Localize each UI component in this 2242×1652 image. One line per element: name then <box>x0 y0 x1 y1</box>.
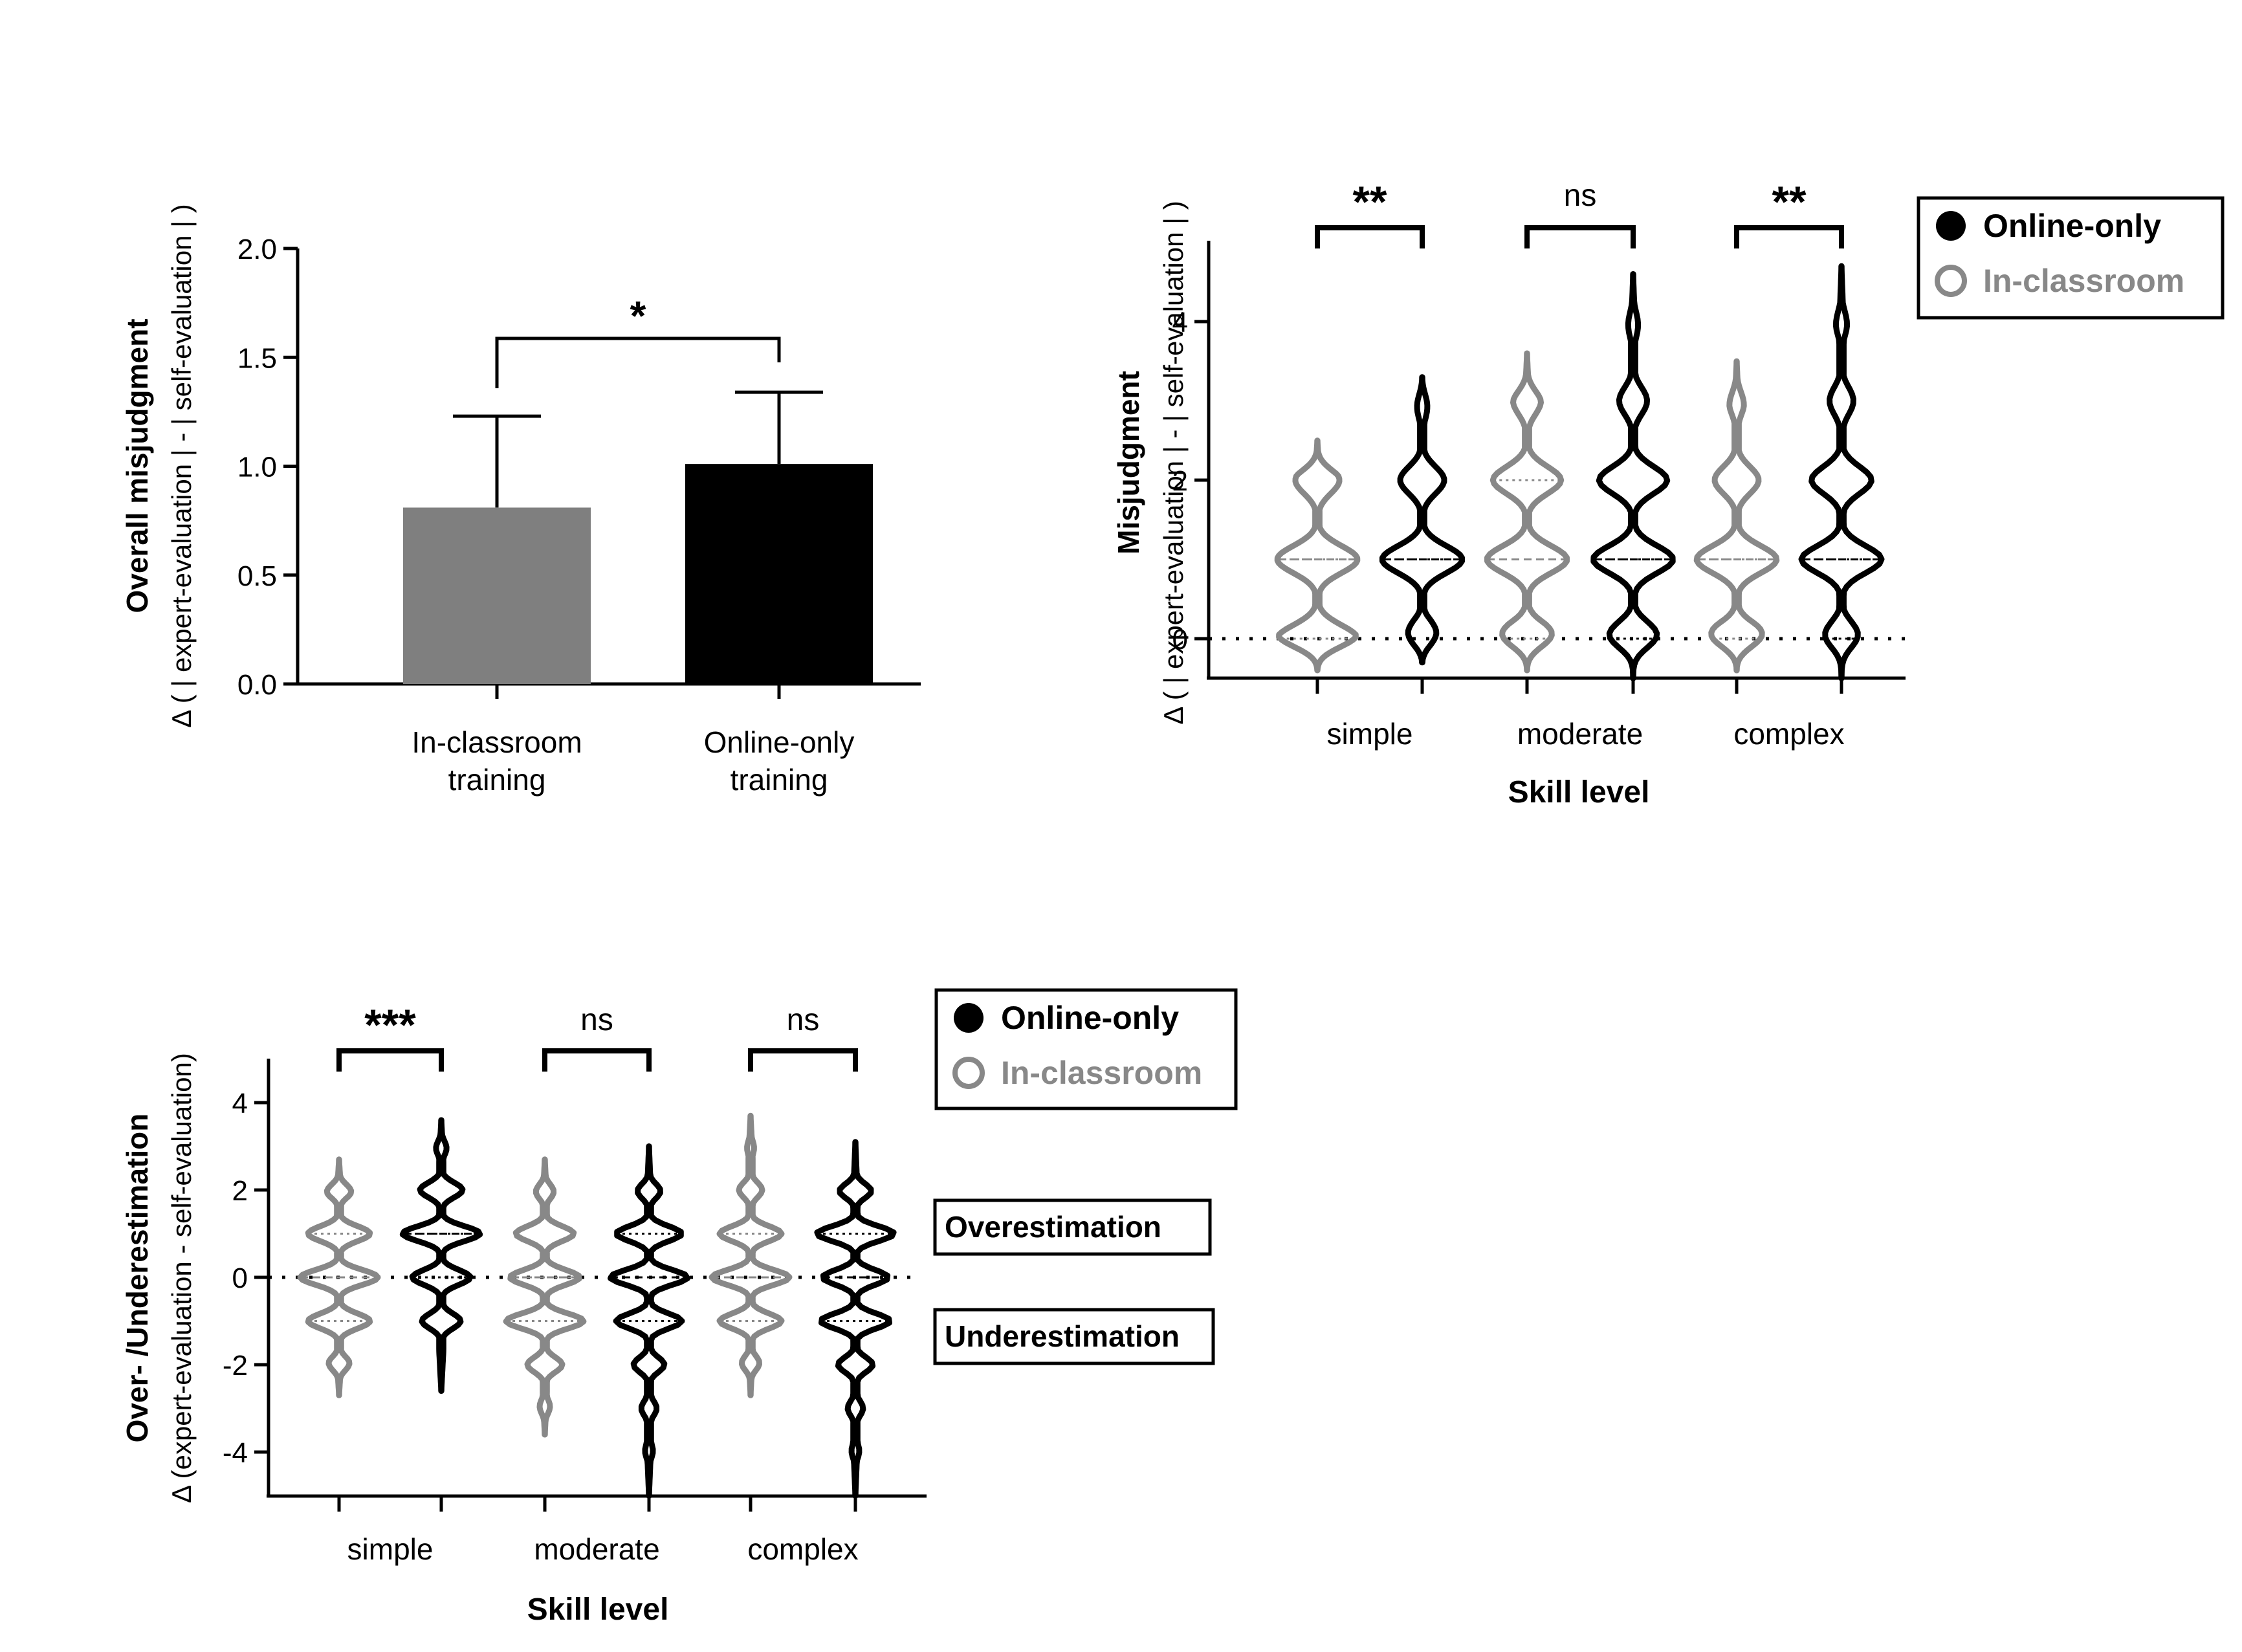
bar <box>403 507 591 684</box>
legend-box <box>934 988 1238 1110</box>
significance-bracket <box>336 1048 444 1072</box>
x-tick-label: moderate <box>1517 717 1643 751</box>
significance-label: * <box>630 292 646 339</box>
significance-label: ** <box>1772 177 1807 226</box>
bar <box>685 464 873 684</box>
significance-label: ** <box>1353 177 1387 226</box>
violin-online <box>814 1139 897 1499</box>
violin-inclass <box>1484 350 1570 674</box>
violin-online-outline <box>1798 263 1885 681</box>
significance-bracket <box>1524 225 1636 248</box>
y-axis-title: Misjudgment <box>1112 371 1145 555</box>
violin-inclass-outline <box>709 1112 793 1398</box>
significance-label: *** <box>364 1000 416 1050</box>
legend-box <box>1917 196 2225 320</box>
violin-online-outline <box>608 1143 690 1499</box>
violin-online <box>399 1117 483 1394</box>
y-tick-label: 4 <box>232 1088 248 1119</box>
y-tick-label: 0 <box>232 1262 248 1294</box>
x-axis-title: Skill level <box>1508 775 1650 809</box>
x-tick-label: complex <box>1733 717 1844 751</box>
significance-bracket <box>495 336 781 388</box>
legend-online-label: Online-only <box>1001 1000 1179 1036</box>
significance-label: ns <box>787 1003 820 1037</box>
panel-c: -4 -2 0 2 4 simple *** moderate ns complex nsSkill… <box>120 988 1238 1627</box>
x-tick-label: In-classroom <box>412 725 582 759</box>
x-tick-label: moderate <box>534 1532 659 1566</box>
underestimation-label: Underestimation <box>945 1319 1180 1353</box>
violin-inclass <box>1693 358 1780 674</box>
violin-inclass <box>709 1112 793 1398</box>
y-axis-subtitle: Δ ( | expert-evaluation | - | self-evalu… <box>1158 201 1189 724</box>
significance-label: ns <box>580 1003 613 1037</box>
legend-inclass-marker <box>1935 265 1967 297</box>
significance-bracket <box>1315 225 1425 248</box>
legend-inclass-marker <box>952 1057 985 1089</box>
y-axis-subtitle: Δ (expert-evaluation - self-evaluation) <box>166 1053 197 1503</box>
legend-online-marker <box>1936 211 1966 241</box>
significance-bracket <box>1734 225 1844 248</box>
violin-inclass-outline <box>297 1156 381 1398</box>
violin-online <box>608 1143 690 1499</box>
violin-inclass-outline <box>503 1156 587 1438</box>
violin-inclass <box>1274 437 1361 674</box>
violin-inclass-outline <box>1274 437 1361 674</box>
y-tick-label: 0.5 <box>237 560 277 592</box>
violin-inclass-outline <box>1693 358 1780 674</box>
x-tick-label: complex <box>747 1532 858 1566</box>
y-tick-label: 2 <box>1172 465 1188 497</box>
y-tick-label: -4 <box>223 1437 248 1469</box>
y-tick-label: 0 <box>1172 624 1188 655</box>
underestimation-box <box>933 1308 1215 1365</box>
x-tick-label: training <box>448 763 546 797</box>
significance-bracket <box>748 1048 858 1072</box>
x-axis-title: Skill level <box>527 1592 669 1627</box>
violin-online-outline <box>1590 271 1676 681</box>
violin-online <box>1379 374 1466 666</box>
significance-bracket <box>542 1048 652 1072</box>
y-tick-label: 2.0 <box>237 234 277 265</box>
legend-online-label: Online-only <box>1983 208 2161 244</box>
legend-online-marker <box>954 1003 984 1033</box>
y-tick-label: 0.0 <box>237 669 277 701</box>
y-axis-title: Over- /Underestimation <box>120 1114 154 1443</box>
violin-online-outline <box>399 1117 483 1394</box>
y-tick-label: -2 <box>223 1350 248 1382</box>
violin-online <box>1590 271 1676 681</box>
violin-inclass <box>297 1156 381 1398</box>
panel-a: 0.0 0.5 1.0 1.5 2.0In-classroom training Onlin… <box>120 204 921 797</box>
panel-b: 0 2 4 simple ** moderate ns complex ** Skill leve… <box>1112 177 2225 809</box>
x-tick-label: Online-only <box>704 725 855 759</box>
x-tick-label: training <box>731 763 828 797</box>
y-axis-subtitle: Δ ( | expert-evaluation | - | self-evalu… <box>166 204 197 727</box>
y-tick-label: 4 <box>1172 307 1188 338</box>
violin-online-outline <box>1379 374 1466 666</box>
x-tick-label: simple <box>347 1532 434 1566</box>
overestimation-label: Overestimation <box>945 1210 1161 1244</box>
significance-label: ns <box>1564 179 1597 213</box>
y-tick-label: 2 <box>232 1175 248 1207</box>
legend-inclass-label: In-classroom <box>1001 1055 1202 1091</box>
legend-inclass-label: In-classroom <box>1983 263 2184 299</box>
y-axis-title: Overall misjudgment <box>120 318 154 613</box>
x-tick-label: simple <box>1327 717 1413 751</box>
violin-online <box>1798 263 1885 681</box>
violin-online-outline <box>814 1139 897 1499</box>
y-tick-label: 1.0 <box>237 452 277 483</box>
y-tick-label: 1.5 <box>237 342 277 374</box>
overestimation-box <box>933 1198 1212 1256</box>
violin-inclass-outline <box>1484 350 1570 674</box>
violin-inclass <box>503 1156 587 1438</box>
